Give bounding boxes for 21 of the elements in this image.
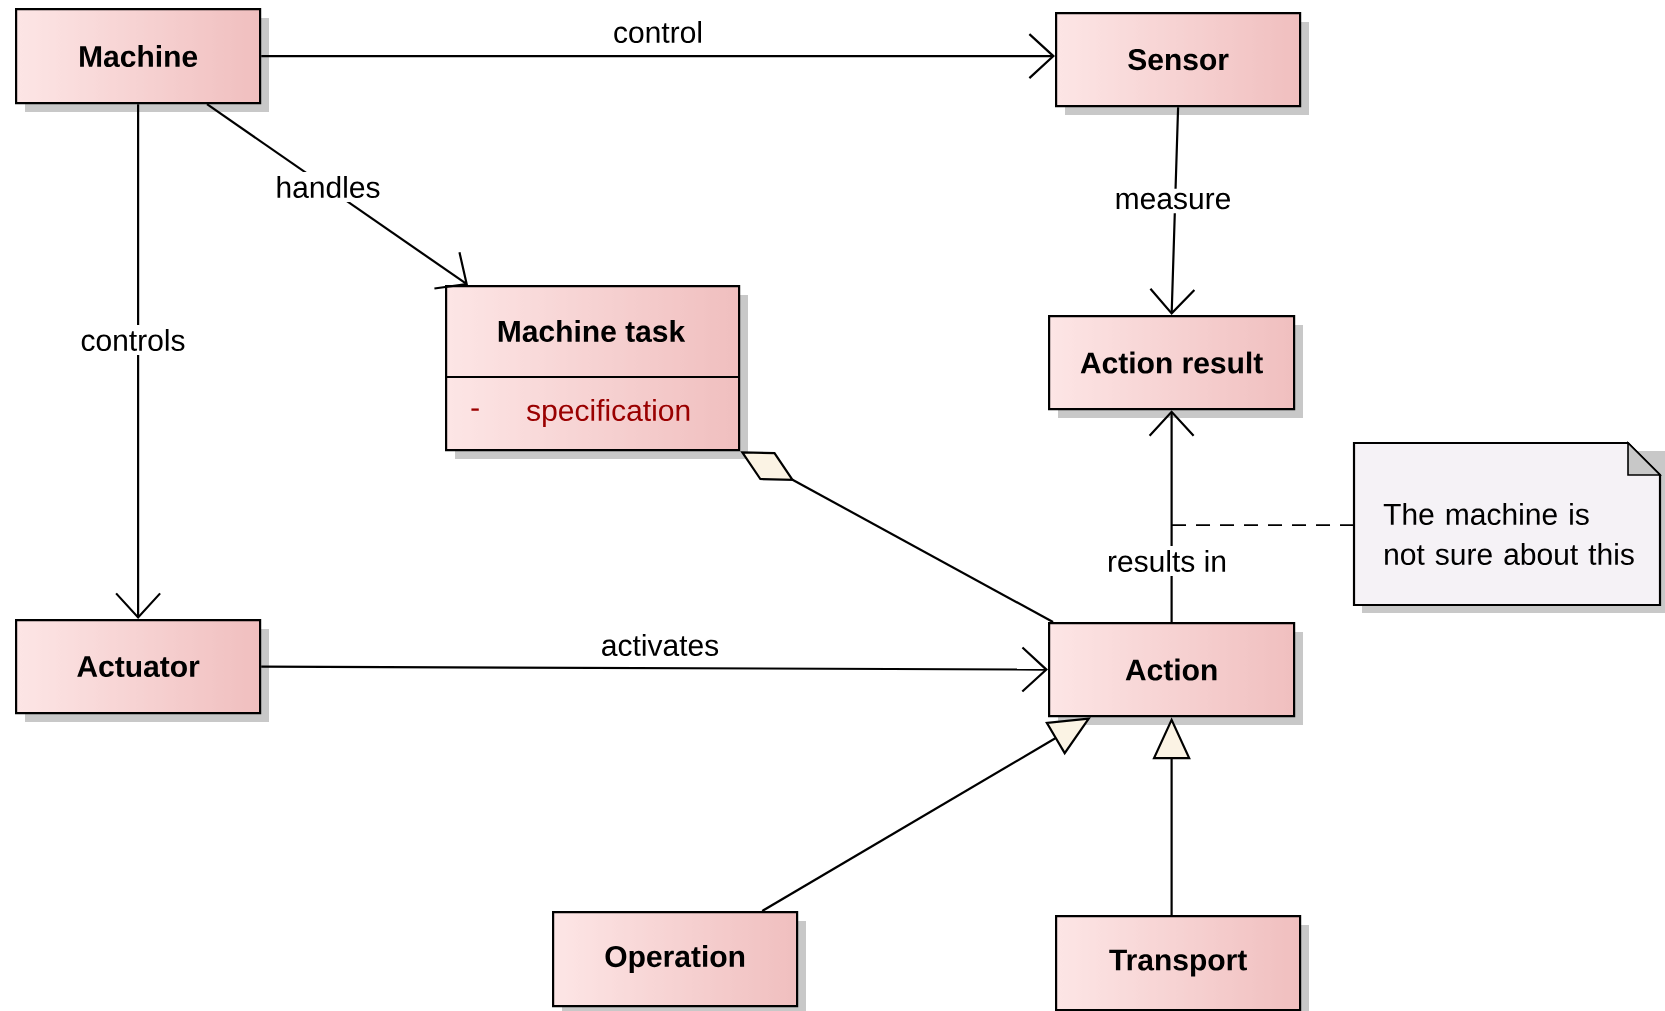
edge-label: results in	[1103, 546, 1232, 576]
arrow	[1149, 107, 1196, 315]
edge-label: control	[614, 21, 701, 43]
class-box: Machine task - specification	[445, 285, 748, 459]
edge-label: measure	[1110, 188, 1236, 214]
class-box: Action	[1048, 622, 1303, 725]
class-box: Sensor	[1055, 12, 1309, 115]
class-box: Action result	[1048, 315, 1303, 418]
edge-label: handles	[271, 172, 385, 202]
arrow	[1148, 410, 1195, 622]
class-box: Operation	[552, 911, 806, 1011]
note-connector	[1169, 524, 1355, 526]
arrow	[115, 104, 161, 619]
class-box: Actuator	[15, 619, 269, 722]
note: The machine is not sure about this	[1352, 441, 1665, 613]
class-box: Machine	[15, 8, 269, 112]
arrow	[261, 33, 1055, 79]
arrow	[261, 646, 1048, 693]
edge-label: controls	[76, 325, 190, 355]
edge-label: activates	[602, 634, 719, 656]
class-box: Transport	[1055, 915, 1309, 1011]
